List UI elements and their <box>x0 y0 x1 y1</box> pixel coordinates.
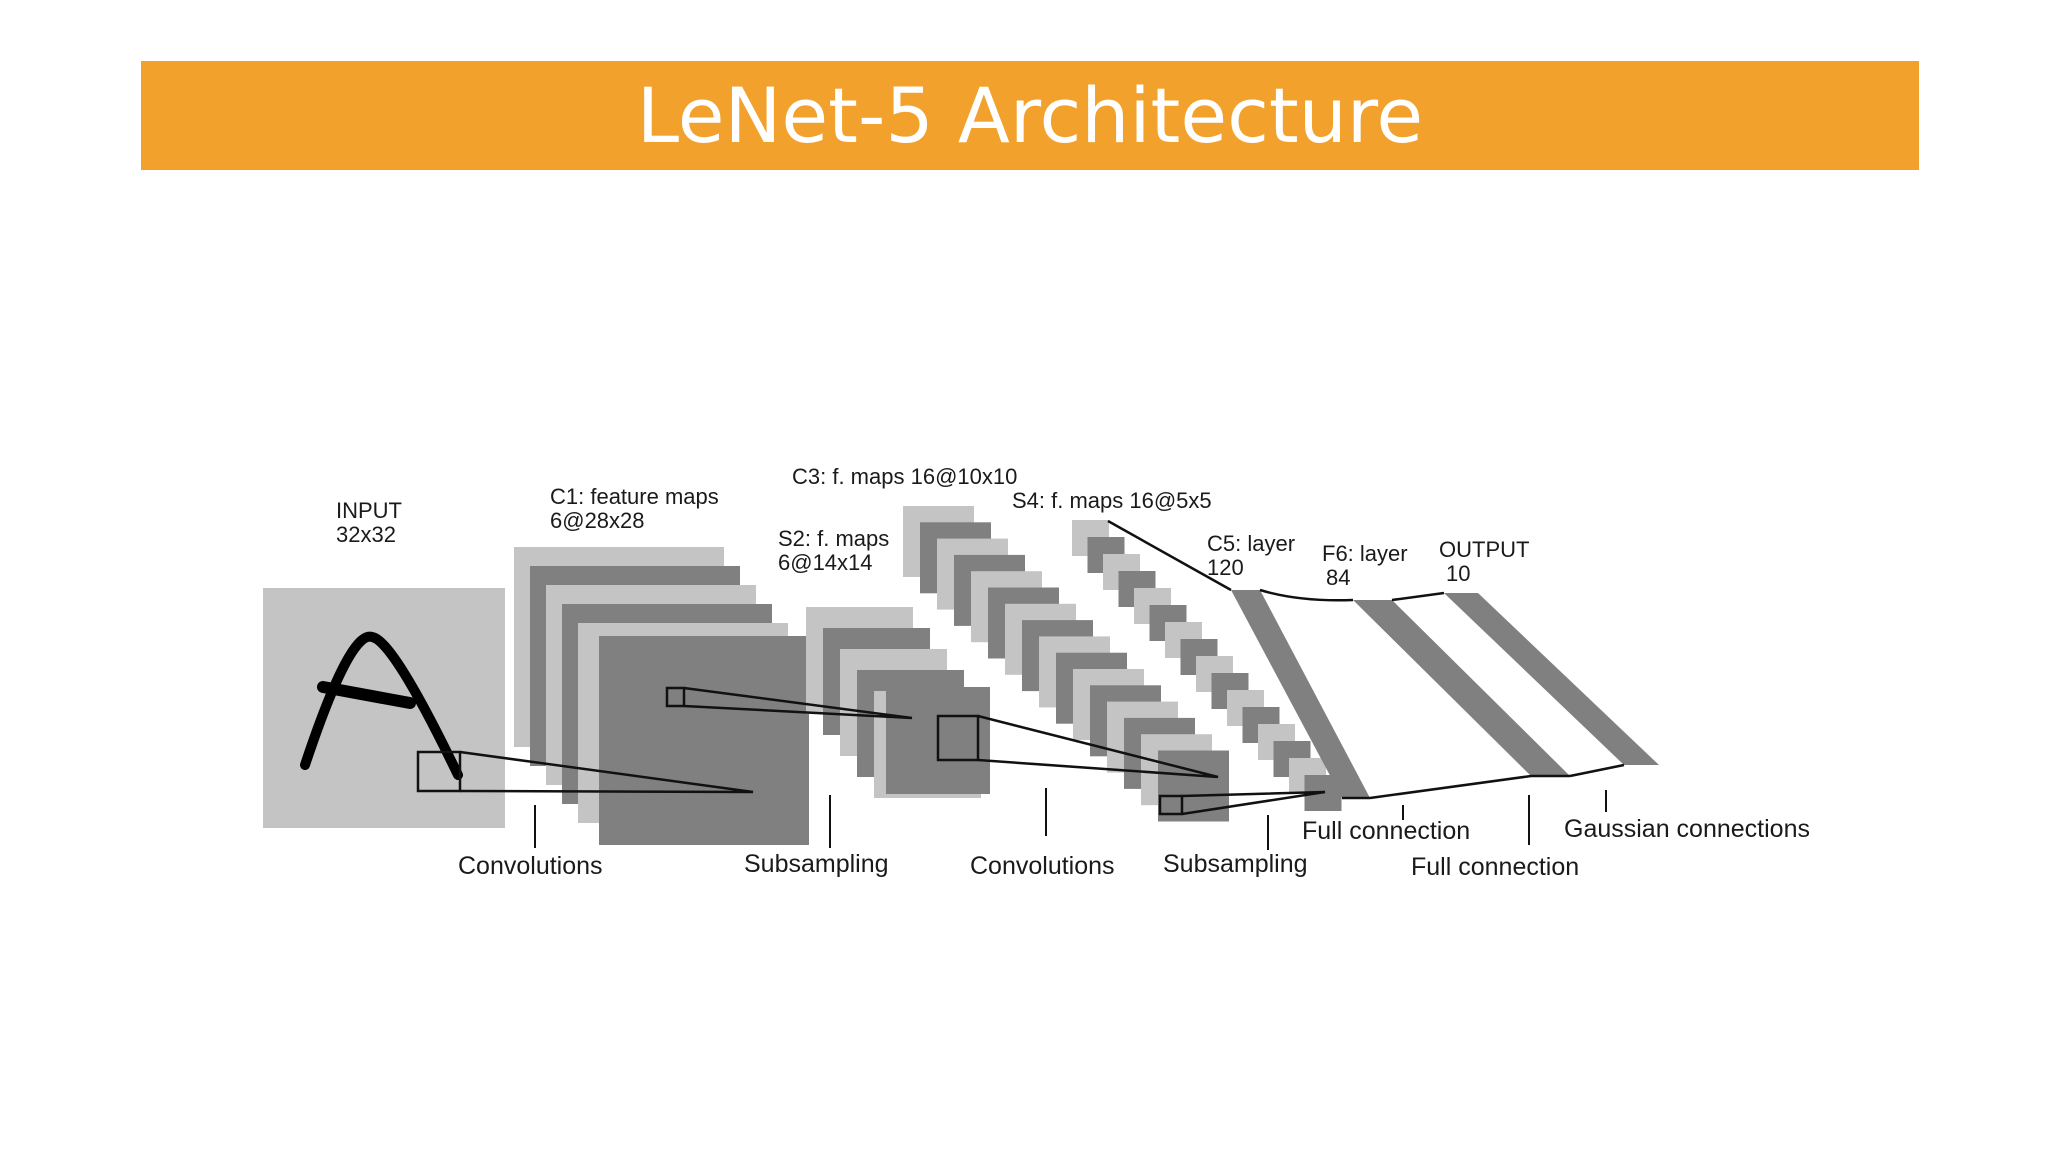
slide-title: LeNet-5 Architecture <box>636 70 1424 160</box>
op-convolutions-1: Convolutions <box>458 852 603 880</box>
op-subsampling-1: Subsampling <box>744 850 889 878</box>
output-layer-band <box>1444 593 1659 765</box>
c3-label: C3: f. maps 16@10x10 <box>792 464 1017 489</box>
op-subsampling-2: Subsampling <box>1163 850 1308 878</box>
diagram-shapes <box>263 506 1659 850</box>
op-convolutions-2: Convolutions <box>970 852 1115 880</box>
f6-layer-band <box>1353 600 1570 776</box>
c5-label: C5: layer <box>1207 531 1295 556</box>
f6-size-label: 84 <box>1326 565 1350 590</box>
output-label: OUTPUT <box>1439 537 1529 562</box>
input-size-label: 32x32 <box>336 522 396 547</box>
input-label: INPUT <box>336 498 402 523</box>
op-full-connection-1: Full connection <box>1302 817 1470 845</box>
c5-size-label: 120 <box>1207 555 1244 580</box>
title-bar: LeNet-5 Architecture <box>141 61 1919 170</box>
c1-label: C1: feature maps <box>550 484 719 509</box>
s2-size-label: 6@14x14 <box>778 550 873 575</box>
output-size-label: 10 <box>1446 561 1470 586</box>
operation-ticks <box>534 788 1607 850</box>
f6-label: F6: layer <box>1322 541 1408 566</box>
s2-feature-maps <box>806 607 990 798</box>
c1-feature-maps <box>514 547 809 845</box>
operation-labels: Convolutions Subsampling Convolutions Su… <box>458 815 1810 881</box>
c5-layer-band <box>1231 590 1370 798</box>
c1-size-label: 6@28x28 <box>550 508 645 533</box>
connection-lines <box>416 519 1625 816</box>
op-gaussian-connections: Gaussian connections <box>1564 815 1810 843</box>
op-full-connection-2: Full connection <box>1411 853 1579 881</box>
layer-labels: INPUT 32x32 C1: feature maps 6@28x28 S2:… <box>336 464 1529 590</box>
s4-label: S4: f. maps 16@5x5 <box>1012 488 1212 513</box>
c3-map-16 <box>1158 750 1229 822</box>
s2-label: S2: f. maps <box>778 526 889 551</box>
input-glyph-a <box>300 631 463 780</box>
input-plane <box>263 588 505 828</box>
